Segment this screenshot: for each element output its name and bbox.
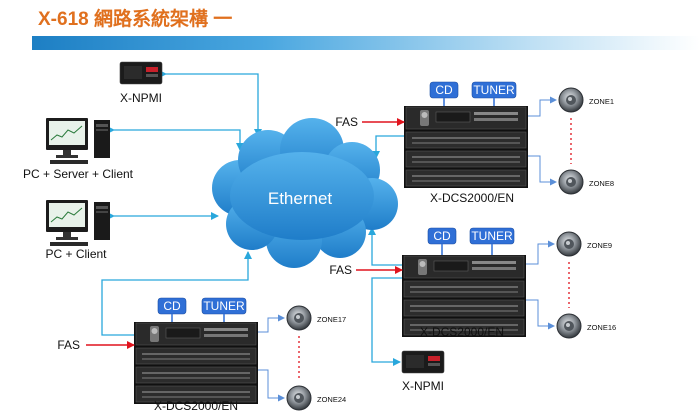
zone24-label: ZONE24 <box>317 395 346 404</box>
title-bar <box>32 36 700 50</box>
link-pc1 <box>107 126 244 151</box>
npmi-bottom: X-NPMI <box>401 350 445 393</box>
fas-label: FAS <box>335 115 358 129</box>
rack-bottom: X-DCS2000/EN CD TUNER FAS ZONE17 ZONE24 <box>57 297 346 413</box>
zone16-label: ZONE16 <box>587 323 616 332</box>
npmi-bottom-label: X-NPMI <box>402 379 444 393</box>
zone1-label: ZONE1 <box>589 97 614 106</box>
pc-client: PC + Client <box>45 199 111 261</box>
rack-middle: X-DCS2000/EN CD TUNER FAS ZONE9 ZONE16 <box>329 227 616 339</box>
rack-top: X-DCS2000/EN CD TUNER FAS ZONE1 ZONE8 <box>335 81 614 205</box>
ethernet-label: Ethernet <box>268 189 333 208</box>
link-rack-bottom <box>101 251 252 339</box>
pc2-label: PC + Client <box>45 247 107 261</box>
cd-badge-text: CD <box>433 229 451 243</box>
link-npmi-top <box>159 70 262 137</box>
ethernet-links <box>101 70 411 366</box>
zone8-label: ZONE8 <box>589 179 614 188</box>
tuner-badge-text: TUNER <box>471 229 513 243</box>
link-rack-top <box>372 132 411 159</box>
fas-label: FAS <box>57 338 80 352</box>
zone9-label: ZONE9 <box>587 241 612 250</box>
rack-middle-label: X-DCS2000/EN <box>420 325 504 339</box>
link-rack-middle <box>368 227 409 269</box>
ethernet-cloud: Ethernet <box>212 118 398 268</box>
cd-badge-text: CD <box>163 299 181 313</box>
pc1-label: PC + Server + Client <box>23 167 134 181</box>
fas-label: FAS <box>329 263 352 277</box>
npmi-top: X-NPMI <box>119 61 163 105</box>
npmi-top-label: X-NPMI <box>120 91 162 105</box>
cd-badge-text: CD <box>435 83 453 97</box>
zone17-label: ZONE17 <box>317 315 346 324</box>
tuner-badge-text: TUNER <box>203 299 245 313</box>
rack-top-label: X-DCS2000/EN <box>430 191 514 205</box>
pc-server-client: PC + Server + Client <box>23 117 134 181</box>
rack-bottom-label: X-DCS2000/EN <box>154 399 238 413</box>
link-npmi-bottom <box>371 274 409 366</box>
page-title: X-618 網路系統架構 一 <box>38 9 233 30</box>
tuner-badge-text: TUNER <box>473 83 515 97</box>
